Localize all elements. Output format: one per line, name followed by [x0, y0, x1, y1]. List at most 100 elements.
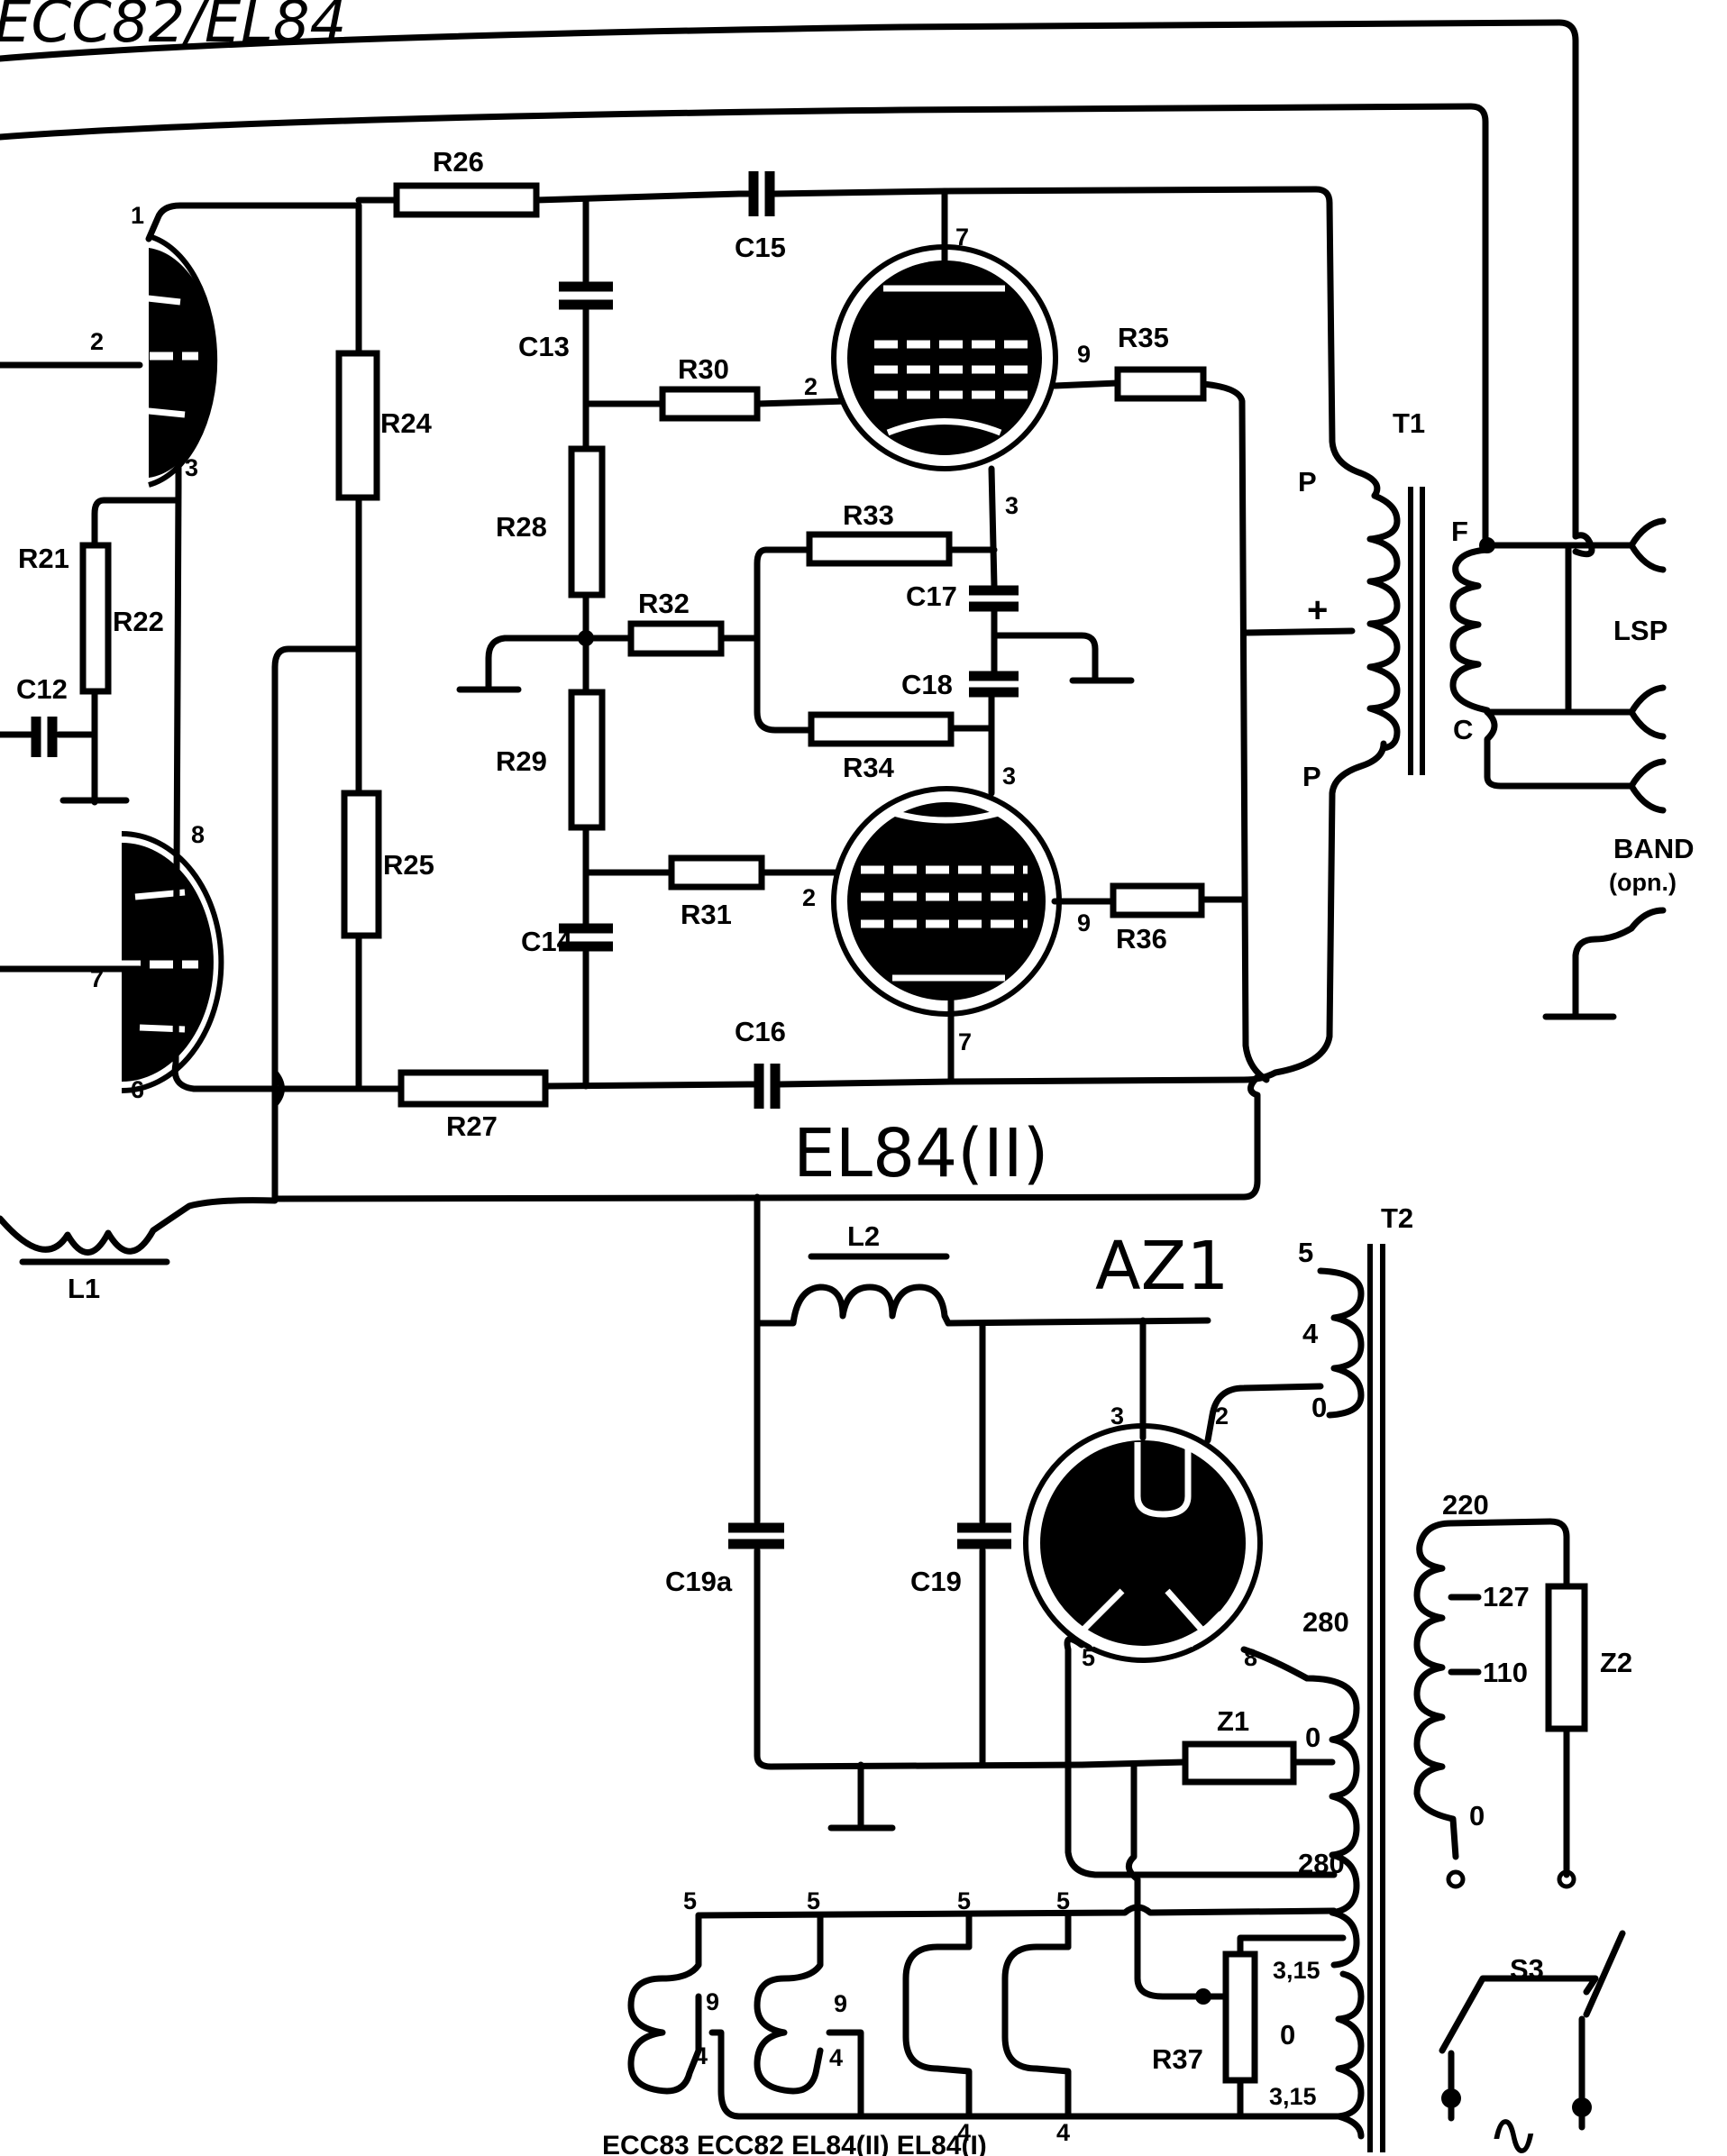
label-t2: T2 [1381, 1202, 1413, 1234]
pin-h2-4: 4 [829, 2044, 843, 2071]
label-hv-centre: 0 [1305, 1722, 1320, 1753]
label-rect-4: 4 [1302, 1318, 1319, 1349]
wire-heater-drops [695, 1912, 1072, 1950]
label-tap-110: 110 [1483, 1657, 1528, 1688]
terminal-mains-220 [1557, 1869, 1576, 1889]
wire-crossover-f [1572, 532, 1595, 558]
label-r36: R36 [1116, 923, 1167, 955]
jack-band-2 [1572, 907, 1667, 1018]
jack-lsp-1 [1628, 517, 1667, 573]
wire-mains-220 [1448, 1518, 1570, 1590]
pin-eb-3: 3 [1002, 763, 1016, 790]
resistor-r34 [808, 711, 955, 747]
t2-hv-winding [1240, 1646, 1360, 1969]
label-c18: C18 [901, 669, 953, 700]
wire-r27-right [542, 1081, 752, 1090]
label-r26: R26 [433, 146, 484, 178]
label-c17: C17 [906, 580, 957, 612]
label-tap-220: 220 [1442, 1489, 1489, 1521]
resistor-z1 [1182, 1740, 1297, 1786]
resistor-r28 [568, 445, 606, 598]
wire-r33-r34-bridge [754, 546, 815, 734]
switch-s3 [1439, 1930, 1626, 2054]
mains-pin-2 [1572, 2097, 1592, 2117]
wire-c15-right-to-p [772, 186, 1381, 499]
jack-band-1 [1628, 758, 1667, 814]
wire-band [1484, 708, 1635, 790]
label-c16: C16 [735, 1016, 786, 1047]
label-tap-0: 0 [1469, 1800, 1485, 1832]
label-r27: R27 [446, 1110, 498, 1142]
label-hv-top: 280 [1302, 1606, 1349, 1638]
resistor-r35 [1114, 366, 1207, 402]
pin-eb-7: 7 [958, 1028, 972, 1055]
pin-az-8: 8 [1244, 1644, 1257, 1671]
resistor-r27 [397, 1069, 549, 1108]
t2-filament-winding [1335, 1970, 1365, 2140]
resistor-r22 [79, 542, 112, 695]
pin-ea-7: 7 [955, 224, 969, 251]
wire-c19a-ground [754, 1547, 1085, 1770]
label-r30: R30 [678, 353, 729, 385]
label-r21: R21 [18, 543, 69, 574]
pin-h1-5: 5 [683, 1887, 697, 1914]
label-r31: R31 [681, 899, 732, 930]
inductor-l2 [754, 1284, 1211, 1327]
label-r32: R32 [638, 588, 690, 619]
label-p2: P [1302, 761, 1321, 792]
label-r22: R22 [113, 606, 164, 637]
wire-c17-ground [991, 632, 1099, 684]
label-r35: R35 [1118, 322, 1169, 353]
wire-az1-heater-2 [1204, 1383, 1324, 1444]
label-band-note: (opn.) [1609, 869, 1677, 896]
label-c19: C19 [910, 1566, 962, 1597]
pin-7: 7 [90, 965, 104, 992]
pin-6: 6 [131, 1076, 144, 1103]
label-az1: AZ1 [1095, 1228, 1229, 1305]
label-mains-symbol: ∿ [1487, 2097, 1540, 2156]
wire-r37-top [1237, 1934, 1347, 1958]
heater-el84-i [1001, 1943, 1072, 2120]
mains-pin-1 [1441, 2088, 1461, 2108]
pin-eb-2: 2 [802, 884, 816, 911]
resistor-r36 [1110, 882, 1205, 918]
wire-r30-right [754, 397, 851, 407]
label-fil-bottom: 3,15 [1269, 2083, 1317, 2110]
pin-h2-5: 5 [807, 1887, 820, 1914]
pin-1: 1 [131, 202, 144, 229]
label-lsp: LSP [1613, 615, 1668, 646]
label-rect-0: 0 [1311, 1392, 1327, 1423]
pin-h4-5: 5 [1056, 1887, 1070, 1914]
wire-r21 [91, 497, 179, 549]
t1-primary-winding [1366, 492, 1401, 752]
label-fil-centre: 0 [1280, 2019, 1295, 2051]
resistor-r29 [568, 689, 606, 831]
heater-el84-ii [902, 1943, 973, 2120]
pin-h3-5: 5 [957, 1887, 971, 1914]
wire-r26-right [533, 190, 743, 204]
resistor-r31 [668, 854, 765, 891]
resistor-r24 [335, 350, 380, 501]
label-hv-bottom: 280 [1298, 1848, 1345, 1879]
pin-h4-4: 4 [1056, 2119, 1070, 2146]
pin-h2-9: 9 [834, 1990, 847, 2017]
t2-primary-winding [1413, 1520, 1459, 1860]
label-r33: R33 [843, 499, 894, 531]
t2-rect-heater-winding [1317, 1267, 1365, 1419]
wire-hv-rail [271, 1073, 1261, 1202]
pin-eb-9: 9 [1077, 909, 1091, 936]
inductor-l1 [0, 1197, 279, 1256]
label-el84-ii: EL84(II) [793, 1115, 1049, 1192]
el84-tube-lower [831, 786, 1062, 1017]
label-l1: L1 [68, 1273, 100, 1304]
label-c19a: C19a [665, 1566, 733, 1597]
resistor-r25 [341, 790, 382, 939]
label-c13: C13 [518, 331, 570, 362]
label-s3: S3 [1510, 1953, 1544, 1985]
pin-az-2: 2 [1215, 1402, 1229, 1430]
resistor-r32 [627, 620, 725, 657]
wire-cathode-link [171, 461, 279, 1092]
wire-screen-rail [1200, 380, 1270, 1083]
pin-h1-4: 4 [694, 2042, 708, 2069]
